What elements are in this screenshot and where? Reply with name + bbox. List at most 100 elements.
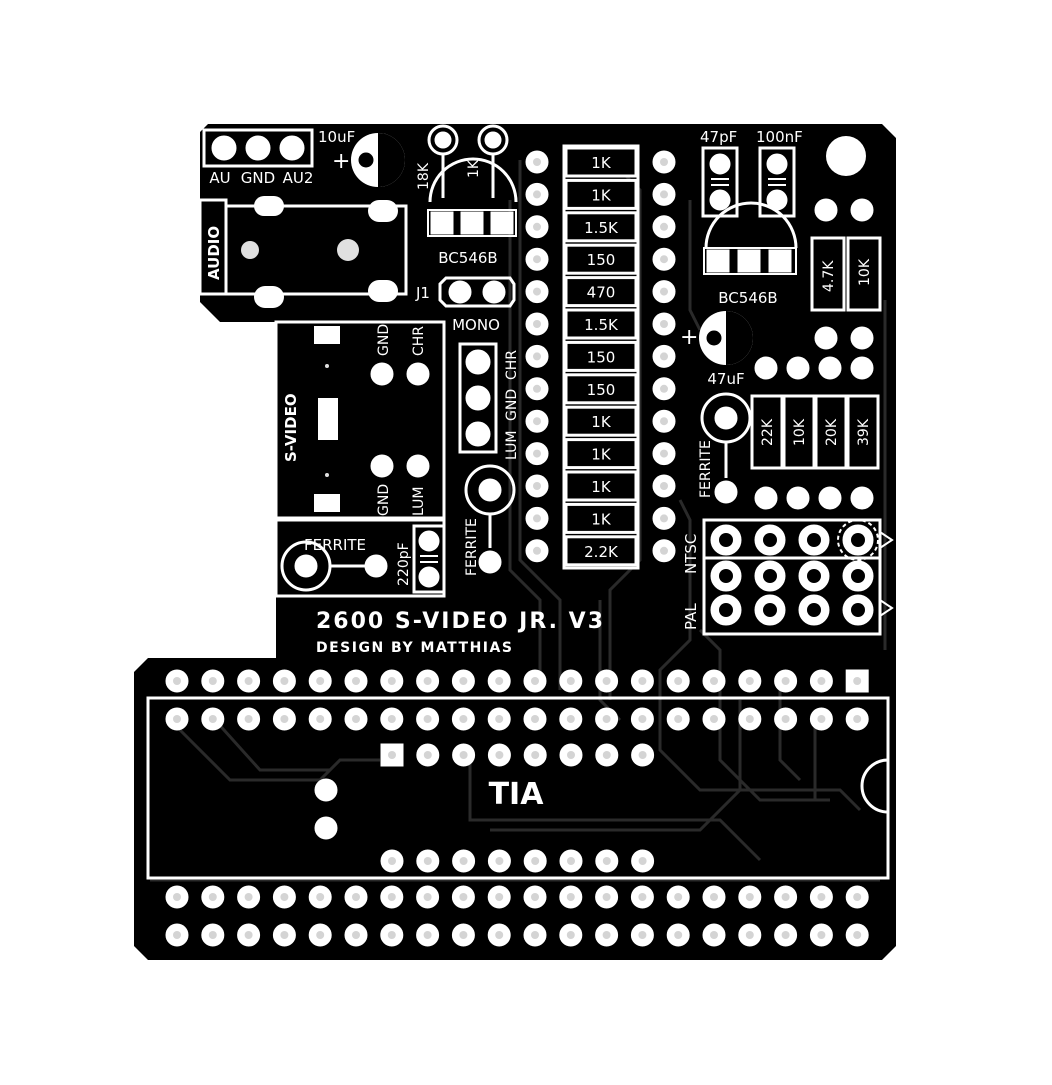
resistor-7-drill-left (533, 352, 541, 361)
header-bottom-1-pin-drill-6 (352, 893, 360, 901)
header-pin-label-chr: CHR (504, 350, 520, 380)
header-bottom-1-pin-drill-3 (244, 893, 253, 901)
tia-outline (146, 696, 890, 880)
tia-inner-bottom-pin-drill-3 (459, 857, 468, 865)
tia-pin-top-drill-15 (674, 715, 683, 723)
header-bottom-2-pin-drill-12 (566, 931, 575, 939)
tia-pin-top-drill-5 (316, 715, 325, 723)
header-bottom-1-pin-drill-11 (531, 893, 539, 901)
header-top-pin-drill-1 (173, 677, 181, 685)
caps-top-right: 47pF 100nF (700, 128, 874, 222)
tia-pin-top-drill-1 (173, 715, 181, 723)
pal-ntsc-switch: PAL NTSC (682, 518, 894, 636)
svideo-pin-gnd-bottom (370, 454, 394, 478)
svideo-pin-chr (406, 362, 430, 386)
resistor-13-drill-right (660, 546, 668, 555)
header-bottom-1-pin-drill-18 (781, 893, 790, 901)
tia-pin-top-drill-11 (531, 715, 539, 723)
board-credit: DESIGN BY MATTHIAS (316, 640, 513, 656)
pads-right-block (754, 326, 874, 380)
r-18k-label: 18K (416, 162, 432, 190)
resistor-column-frame (562, 144, 640, 570)
switch-drill-3-3 (807, 603, 821, 617)
resistor-2-drill-left (533, 190, 541, 199)
switch-pins (710, 519, 879, 626)
tia-pin-top-drill-9 (459, 715, 468, 723)
resistor-6-drill-right (660, 320, 668, 328)
ferrite-left-label: FERRITE (304, 536, 366, 554)
resistor-7-outline (564, 340, 638, 372)
resistor-10-outline (564, 438, 638, 470)
svideo-pin-lum (406, 454, 430, 478)
resistor-1-outline (564, 146, 638, 178)
audio-pin-label-gnd: GND (241, 169, 275, 187)
header-bottom-2-pin-drill-11 (531, 931, 539, 939)
header-top-pin-drill-4 (280, 677, 289, 685)
resistor-3-outline (564, 211, 638, 243)
header-bottom-1-pin-drill-1 (173, 893, 181, 901)
tia-inner-top-pin-drill-7 (602, 751, 611, 759)
switch-drill-1-3 (807, 533, 821, 547)
tia-pin-top-drill-10 (495, 715, 504, 723)
header-top-pin-drill-2 (208, 677, 217, 685)
tia-pin-top-drill-17 (745, 715, 754, 723)
resistor-11-label: 1K (591, 478, 612, 496)
svideo-chr-label: CHR (411, 326, 427, 356)
resistor-8-label: 150 (587, 381, 616, 399)
cap-220pf-outline (412, 524, 446, 594)
tia-inner-top-pin-drill-2 (423, 751, 432, 759)
header-bottom-1-pin-drill-13 (602, 893, 611, 901)
tia-inner-top-pin-drill-5 (531, 751, 540, 759)
cap-10uf-polarity (378, 133, 405, 187)
header-bottom-row-2 (165, 923, 869, 947)
r-4k7-label: 4.7K (821, 260, 837, 292)
ferrite-right-pad (714, 406, 738, 430)
switch-drill-3-1 (719, 603, 733, 617)
r-22k-label: 22K (760, 418, 776, 446)
ferrite-center-pad-2 (478, 550, 502, 574)
cap-47uf-polarity (726, 311, 753, 365)
header-bottom-2-pin-drill-5 (316, 931, 325, 939)
audio-jack-lug-2 (368, 200, 398, 222)
cap-47pf-pad-2 (709, 189, 731, 211)
resistor-6-drill-left (533, 320, 541, 328)
switch-drill-2-2 (763, 569, 777, 583)
cap-47uf-pad (703, 327, 725, 349)
audio-jack-outline (224, 204, 408, 296)
board-title: 2600 S-VIDEO JR. V3 (316, 609, 605, 634)
tia-inner-bottom-pin-drill-4 (495, 857, 504, 865)
cap-100nf-label: 100nF (756, 128, 803, 146)
svideo-gnd-top-label: GND (376, 324, 392, 356)
header-top-pin-drill-14 (638, 677, 647, 685)
tia-pin-top-drill-6 (352, 715, 360, 723)
header-top-pin-drill-13 (602, 677, 611, 685)
tia-pin-top-drill-20 (853, 715, 862, 723)
tia-inner-top-pin-drill-1 (388, 751, 396, 759)
pad-right-2 (850, 198, 874, 222)
header-bottom-1-pin-drill-5 (316, 893, 325, 901)
tia-inner-top-pin-drill-8 (638, 751, 647, 759)
r-10k-mid-outline (782, 394, 816, 470)
switch-drill-1-1 (719, 533, 733, 547)
resistor-3-drill-right (660, 222, 668, 231)
q2-pin-frame (703, 247, 797, 275)
switch-pin-1-marker (837, 519, 879, 561)
svideo-dot-1 (325, 364, 329, 368)
switch-arrow-bottom (879, 598, 894, 618)
tia-inner-bottom-pin-drill-2 (423, 857, 432, 865)
audio-pin-au (211, 135, 237, 161)
cap-47uf-label: 47uF (707, 370, 744, 388)
ferrite-right-pad-2 (714, 480, 738, 504)
tia-notch (860, 758, 889, 814)
header-bottom-2-pin-drill-14 (638, 931, 647, 939)
header-3pin: LUM GND CHR (458, 342, 520, 460)
svideo-lum-label: LUM (411, 487, 427, 516)
ferrite-center-label: FERRITE (464, 518, 480, 576)
header-top-pin-drill-20 (853, 677, 862, 685)
header-top-pin-drill-16 (710, 677, 718, 685)
resistor-5-label: 470 (587, 284, 616, 302)
r-1k-label: 1K (466, 159, 482, 178)
svideo-pin-gnd-top (370, 362, 394, 386)
tia-inner-top-pin-drill-3 (459, 751, 468, 759)
